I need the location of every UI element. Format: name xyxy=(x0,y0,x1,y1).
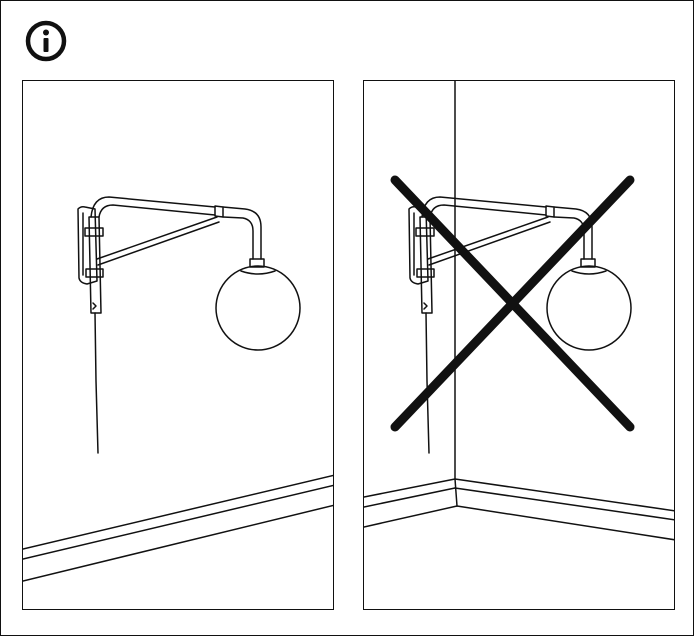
brace-upper xyxy=(97,217,217,259)
bend-outer xyxy=(223,207,261,259)
globe-neck xyxy=(572,271,606,274)
lamp-globe xyxy=(216,266,300,350)
right-skirting-top-lower xyxy=(455,488,675,520)
arm-collar xyxy=(215,206,223,217)
left-skirting-top-lower xyxy=(364,488,455,507)
skirting-bottom-edge xyxy=(23,505,334,581)
panel-correct-flat-wall xyxy=(22,80,334,610)
arm-upper-edge xyxy=(91,197,215,217)
arm-upper-edge xyxy=(422,197,546,217)
right-skirting-bottom xyxy=(457,506,675,540)
cross-mark-icon xyxy=(395,180,630,427)
power-cable xyxy=(95,313,98,453)
clip-upper xyxy=(85,228,103,236)
globe-neck xyxy=(241,271,275,274)
lamp-globe xyxy=(547,266,631,350)
right-skirting-top xyxy=(455,479,675,511)
clip-upper xyxy=(416,228,434,236)
info-circle-icon xyxy=(24,19,68,63)
bend-inner xyxy=(223,217,253,259)
panel-incorrect-corner xyxy=(363,80,675,610)
wall-mount-plate xyxy=(78,207,97,284)
left-skirting-top xyxy=(364,479,455,497)
lamp-on-flat-wall-illustration xyxy=(23,81,334,610)
skirting-top-edge xyxy=(23,475,334,549)
brace-lower xyxy=(98,222,219,265)
power-cable xyxy=(426,313,429,453)
arm-collar xyxy=(546,206,554,217)
skirting-top-lower-edge xyxy=(23,485,334,559)
wall-mount-plate xyxy=(409,207,428,284)
arm-lower-edge xyxy=(99,205,215,217)
left-skirting-bottom xyxy=(364,506,457,527)
cable-clip xyxy=(93,303,96,309)
skirting-corner-joint xyxy=(455,479,457,506)
cable-clip xyxy=(424,303,427,309)
lamp-on-corner-illustration xyxy=(364,81,675,610)
arm-lower-edge xyxy=(430,205,546,217)
